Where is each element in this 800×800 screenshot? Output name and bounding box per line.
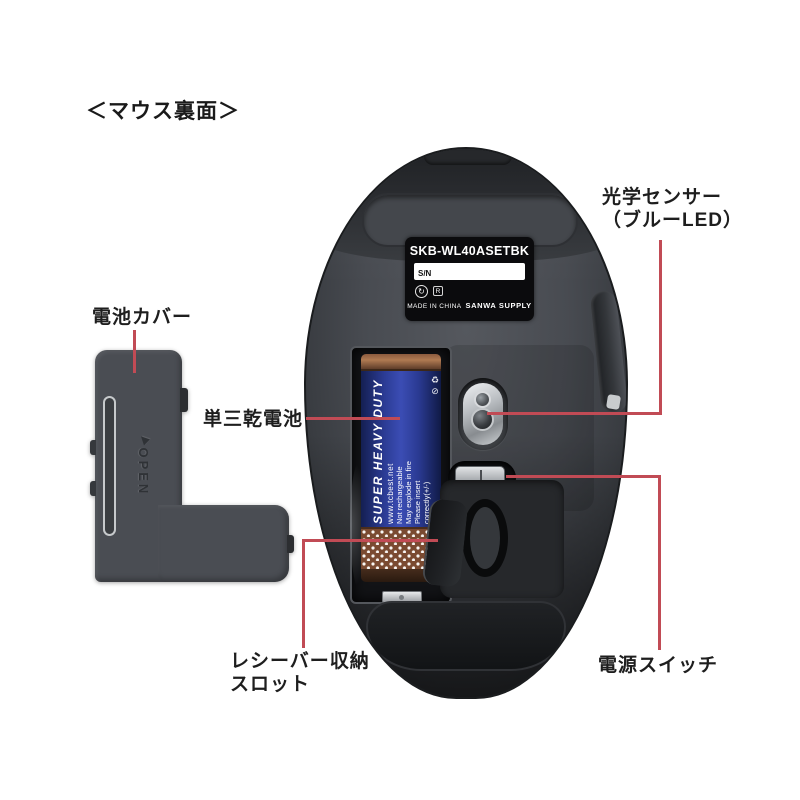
cover-tab <box>90 481 96 496</box>
callout-line-aa-battery <box>306 417 400 420</box>
battery-body: SUPER HEAVY DUTY www.tcbest.net Not rech… <box>361 371 441 527</box>
sensor-lens-upper-icon <box>474 391 491 408</box>
battery-cover-foot <box>158 505 289 582</box>
label-power-switch: 電源スイッチ <box>598 655 719 676</box>
battery-url-text: www.tcbest.net <box>386 463 395 524</box>
battery-negative-end <box>361 569 441 582</box>
battery-warning-2: May explode in fire <box>404 461 413 524</box>
label-battery-cover: 電池カバー <box>92 307 193 328</box>
label-receiver-slot: レシーバー収納スロット <box>230 650 370 696</box>
open-text: OPEN <box>136 447 151 497</box>
cover-tab <box>180 388 188 412</box>
label-optical-sensor-line2: （ブルーLED） <box>602 210 744 231</box>
made-in-text: MADE IN CHINA <box>407 303 462 310</box>
cert-circle-icon: ↻ <box>415 284 428 298</box>
no-disposal-icon: ⊘ <box>431 386 439 396</box>
side-notch <box>605 394 622 410</box>
recycle-icon: ♻ <box>430 375 439 385</box>
receiver-slot-opening <box>462 499 508 577</box>
battery-warning-4: correctly(+/-) <box>422 481 431 524</box>
sensor-housing <box>463 383 503 445</box>
battery-warning-3: Please insert <box>413 480 422 524</box>
receiver-slot-panel <box>421 480 564 598</box>
label-receiver-slot-line2: スロット <box>230 674 311 695</box>
brand-logo: SANWA SUPPLY <box>465 301 532 310</box>
glide-pad-bottom <box>366 601 566 671</box>
callout-line-switch-vertical <box>658 475 661 650</box>
battery-warning-1: Not rechargeable <box>395 466 404 524</box>
label-optical-sensor-line1: 光学センサー <box>602 187 723 208</box>
battery-compartment: SUPER HEAVY DUTY www.tcbest.net Not rech… <box>350 346 452 604</box>
callout-line-receiver-vertical <box>302 539 305 648</box>
open-engraving: ▶OPEN <box>131 430 152 497</box>
label-receiver-slot-line1: レシーバー収納 <box>230 651 370 672</box>
serial-number-box: S/N <box>414 263 525 280</box>
receiver-slot-cap <box>421 498 469 588</box>
model-number: SKB-WL40ASETBK <box>409 244 530 258</box>
battery-positive-cap <box>361 354 441 371</box>
cover-tab <box>287 535 294 553</box>
battery-print: SUPER HEAVY DUTY www.tcbest.net Not rech… <box>371 374 431 524</box>
battery-cert-icons: ♻ ⊘ <box>431 375 439 397</box>
cover-tab <box>90 440 96 455</box>
battery-brand-text: SUPER HEAVY DUTY <box>371 379 385 524</box>
mouse-underside: SKB-WL40ASETBK S/N ↻ R MADE IN CHINA SAN… <box>304 147 628 699</box>
open-arrow-icon: ▶ <box>134 430 152 447</box>
battery-cover-groove <box>103 396 116 536</box>
product-label: SKB-WL40ASETBK S/N ↻ R MADE IN CHINA SAN… <box>405 237 534 321</box>
top-shell-notch <box>424 149 512 165</box>
callout-line-switch-horizontal <box>506 475 661 478</box>
label-optical-sensor: 光学センサー（ブルーLED） <box>602 186 743 232</box>
label-aa-battery: 単三乾電池 <box>203 409 304 430</box>
callout-line-receiver-horizontal <box>303 539 438 542</box>
serial-number-label: S/N <box>418 269 432 278</box>
callout-line-battery-cover <box>133 330 136 373</box>
callout-line-sensor-horizontal <box>487 412 662 415</box>
cert-square-icon: R <box>433 286 443 296</box>
origin-line: MADE IN CHINA SANWA SUPPLY <box>405 301 534 310</box>
battery-cover: ▶OPEN <box>90 350 295 582</box>
page-title: ＜マウス裏面＞ <box>86 100 240 123</box>
callout-line-sensor-vertical <box>659 240 662 414</box>
certification-icons: ↻ R <box>415 284 534 298</box>
